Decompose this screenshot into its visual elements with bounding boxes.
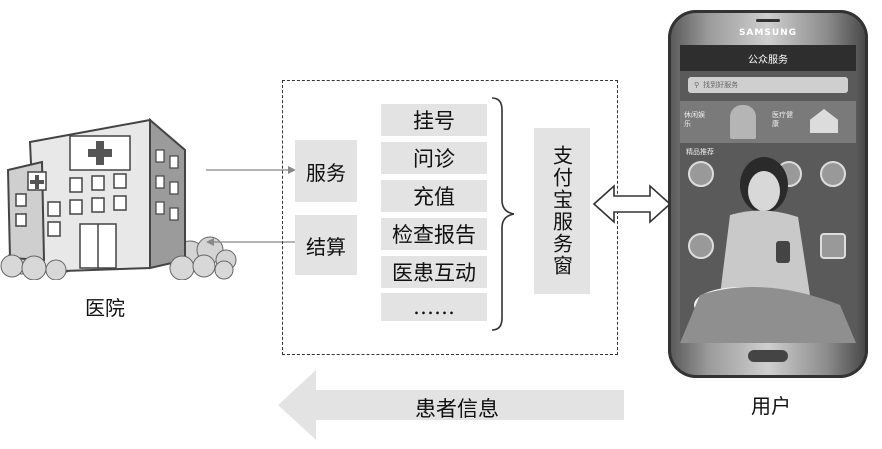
service-item-consult: 问诊 [381, 142, 487, 174]
app-icon[interactable] [688, 161, 714, 187]
user-photo [680, 157, 856, 343]
service-item-report: 检查报告 [381, 218, 487, 250]
settlement-box: 结算 [295, 215, 357, 275]
app-icon[interactable] [820, 161, 846, 187]
search-placeholder: 找到好服务 [703, 81, 739, 89]
screen-banner: 休闲娱乐 医疗健康 [680, 101, 856, 143]
service-item-more: …… [381, 293, 487, 321]
phone-device: SAMSUNG 公众服务 ⚲ 找到好服务 休闲娱乐 医疗健康 精品推荐 [668, 10, 868, 378]
screen-search-input[interactable]: ⚲ 找到好服务 [688, 77, 848, 93]
service-item-register: 挂号 [381, 104, 487, 136]
brace [491, 97, 515, 331]
service-item-interaction: 医患互动 [381, 256, 487, 288]
patient-info-arrow [278, 370, 624, 440]
screen-title: 公众服务 [748, 54, 788, 66]
bidirectional-arrow [592, 184, 672, 224]
alipay-service-window: 支付宝服务窗 [534, 128, 590, 294]
section-label: 精品推荐 [686, 148, 714, 156]
service-item-recharge: 充值 [381, 180, 487, 212]
house-icon [810, 109, 838, 133]
patient-info-label: 患者信息 [415, 397, 499, 421]
doctor-icon [730, 105, 756, 139]
phone-brand: SAMSUNG [738, 28, 798, 38]
hospital-illustration [0, 117, 237, 280]
banner-left[interactable]: 休闲娱乐 [684, 111, 705, 128]
app-icon[interactable] [688, 233, 714, 259]
home-button[interactable] [748, 350, 788, 362]
phone-speaker [756, 19, 780, 22]
user-label: 用户 [751, 394, 791, 418]
app-icon[interactable] [820, 233, 846, 259]
service-frame [282, 80, 618, 355]
phone-screen: 公众服务 ⚲ 找到好服务 休闲娱乐 医疗健康 精品推荐 [680, 45, 856, 343]
banner-mid[interactable]: 医疗健康 [772, 111, 793, 128]
search-icon: ⚲ [694, 81, 700, 89]
screen-title-bar: 公众服务 [680, 45, 856, 71]
hospital-label: 医院 [85, 296, 125, 320]
service-box: 服务 [295, 140, 357, 202]
